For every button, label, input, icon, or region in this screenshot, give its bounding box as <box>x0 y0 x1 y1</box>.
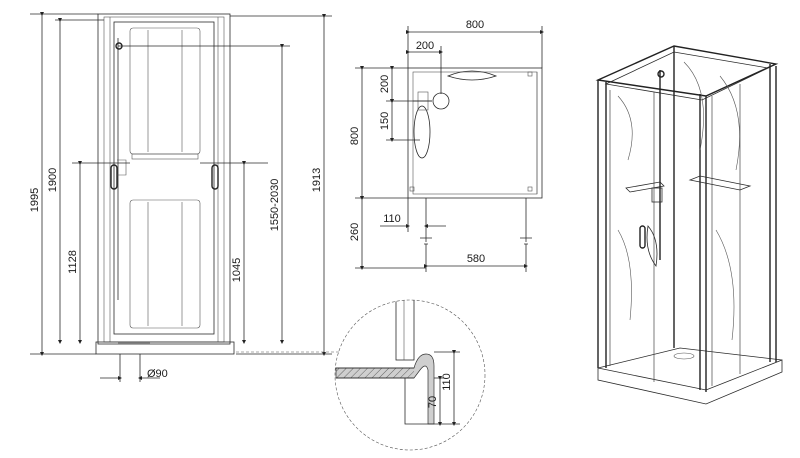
dim-top-small-offset: 110 <box>383 213 401 225</box>
dim-top-offset-x: 200 <box>416 40 434 52</box>
dim-shower-range: 1550-2030 <box>269 179 281 232</box>
iso-door-handle <box>639 225 646 249</box>
top-shelf <box>446 70 498 81</box>
top-inner <box>412 71 538 195</box>
top-view: 800 200 800 260 200 150 110 580 <box>349 19 544 272</box>
front-door-panel <box>113 21 215 335</box>
dim-frame-height: 1900 <box>47 168 59 192</box>
shower-column-icon <box>432 92 450 110</box>
dim-top-spacing: 150 <box>379 112 391 130</box>
dim-drain-diameter: Ø90 <box>147 368 168 380</box>
shelf <box>131 153 199 160</box>
front-frame-inner <box>103 16 225 343</box>
front-frame-outer <box>97 13 231 345</box>
right-handle <box>211 164 219 190</box>
dim-tap-spacing: 580 <box>467 253 485 265</box>
isometric-view <box>595 45 783 405</box>
dim-tray-height: 110 <box>441 373 453 391</box>
iso-shower-head-icon <box>657 70 665 78</box>
dim-rim-height: 70 <box>427 396 439 408</box>
dim-total-height: 1995 <box>29 188 41 212</box>
lower-inset-panel <box>129 199 201 329</box>
shower-tray <box>95 341 235 355</box>
left-handle <box>110 164 118 190</box>
dim-top-offset-y: 200 <box>379 75 391 93</box>
dim-shower-bar-height: 1045 <box>231 258 243 282</box>
dim-top-width: 800 <box>466 19 484 31</box>
iso-tray <box>597 359 783 405</box>
detail-view: 110 70 <box>334 299 486 451</box>
top-outline <box>407 67 543 199</box>
dim-handle-height: 1128 <box>67 250 79 274</box>
shower-head-top <box>413 105 431 159</box>
dim-top-base: 260 <box>349 223 361 241</box>
dim-top-depth: 800 <box>349 127 361 145</box>
dim-panel-height: 1913 <box>311 168 323 192</box>
detail-circle <box>334 299 486 451</box>
upper-inset-panel <box>129 27 201 155</box>
front-view: 1995 1900 1128 1045 1550-2030 1913 Ø90 <box>29 12 340 382</box>
